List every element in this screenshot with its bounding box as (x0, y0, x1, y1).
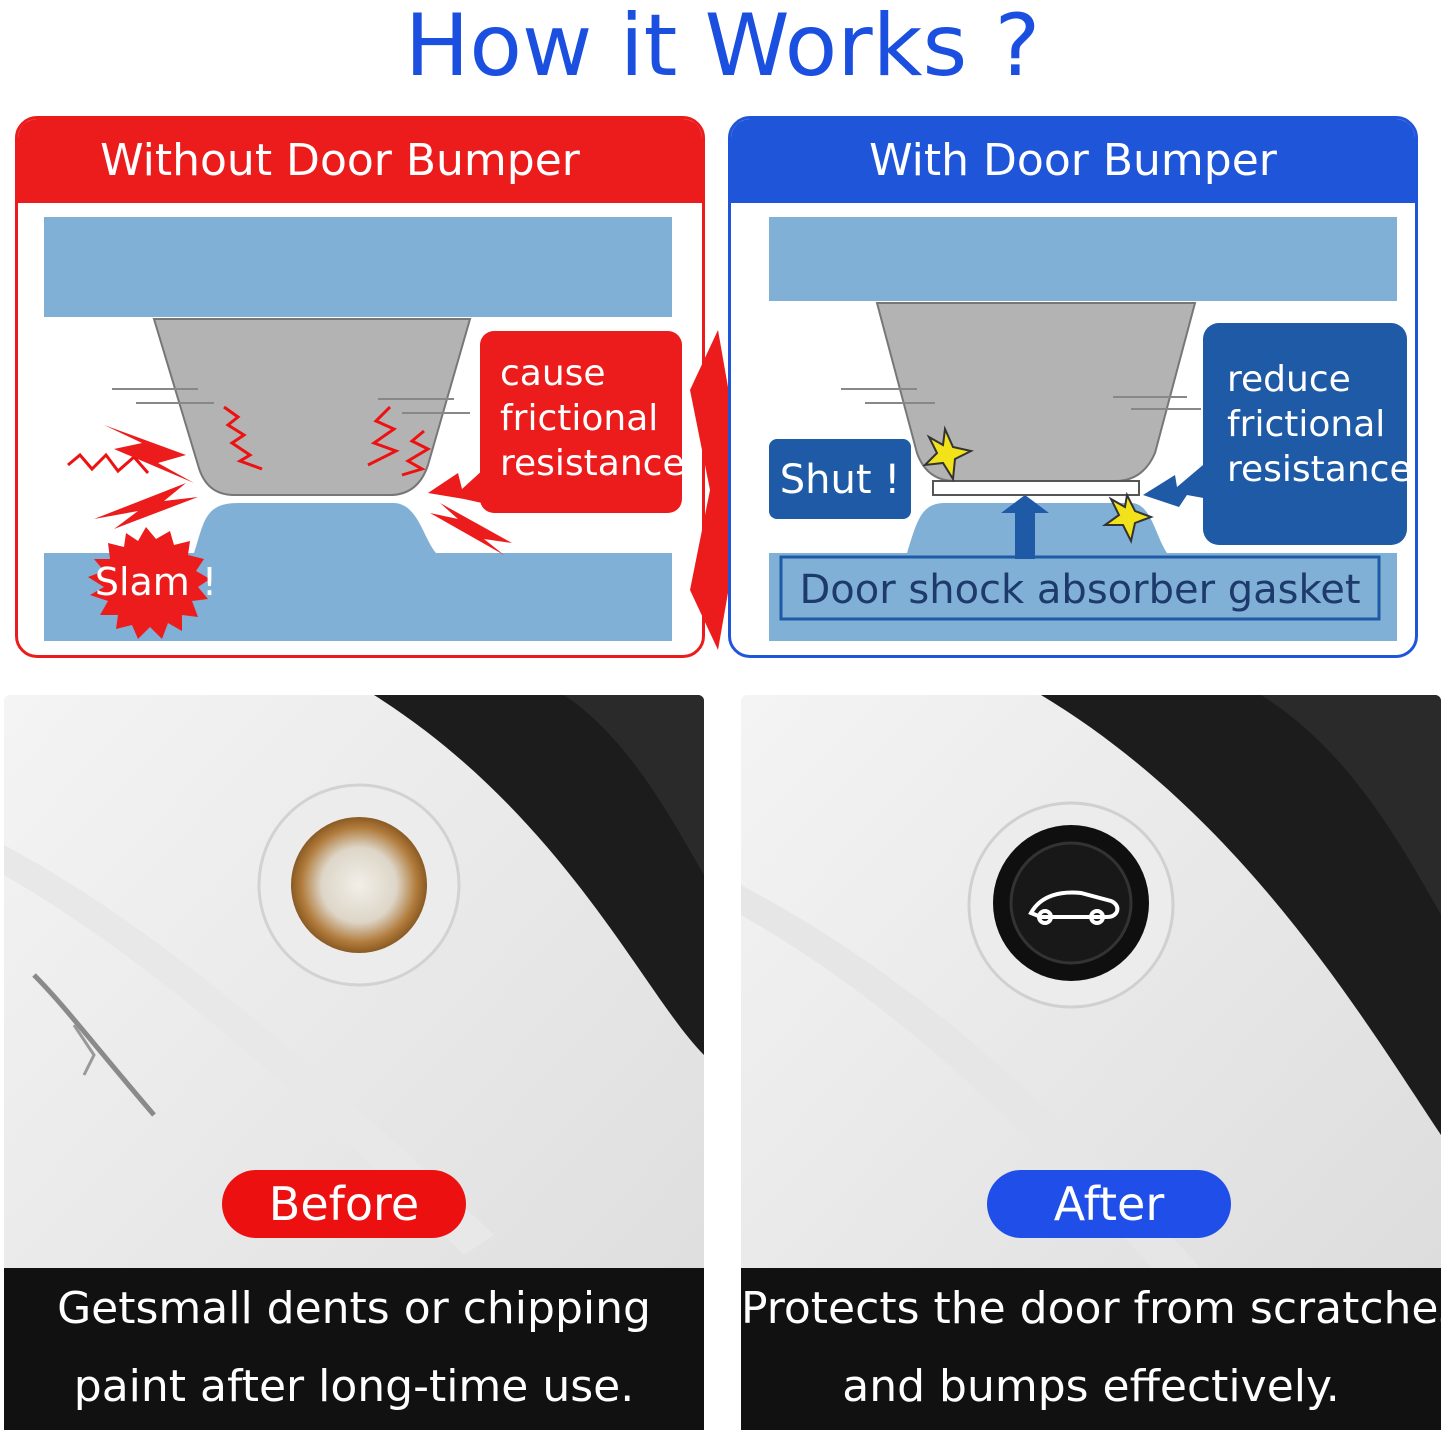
lightning-icon (94, 425, 512, 555)
callout-line-1: reduce (1227, 359, 1351, 400)
motion-lines (112, 388, 470, 414)
motion-lines (841, 388, 1201, 410)
shut-label: Shut ! (780, 457, 901, 503)
page-title: How it Works ? (404, 0, 1041, 96)
after-caption-line-2: and bumps effectively. (842, 1361, 1340, 1412)
scratch (32, 973, 156, 1117)
star-icon (922, 425, 1154, 544)
with-bumper-panel: With Door Bumper Shut ! Door shock absor… (728, 116, 1418, 658)
door-seal (1041, 695, 1441, 1135)
after-badge: After (987, 1170, 1231, 1238)
with-bumper-diagram: Shut ! Door shock absorber gasket (769, 217, 1397, 641)
car-logo-icon (1028, 890, 1120, 925)
gasket-label: Door shock absorber gasket (799, 567, 1360, 613)
door-block (875, 302, 1197, 482)
gasket-label-box (779, 555, 1381, 621)
gasket (932, 480, 1140, 496)
callout-line-2: frictional (500, 398, 659, 439)
lower-frame-bar (769, 503, 1397, 641)
before-badge: Before (222, 1170, 466, 1238)
lower-frame-bar (44, 503, 672, 641)
cause-friction-callout: cause frictional resistance (480, 331, 685, 513)
before-caption-line-1: Getsmall dents or chipping (57, 1283, 651, 1334)
after-caption: Protects the door from scratches and bum… (741, 1268, 1445, 1430)
callout-line-3: resistance (500, 443, 685, 484)
before-caption-line-2: paint after long-time use. (73, 1361, 635, 1412)
callout-line-1: cause (500, 353, 606, 394)
without-bumper-heading: Without Door Bumper (18, 119, 702, 203)
with-bumper-heading: With Door Bumper (731, 119, 1415, 203)
callout-line-3: resistance (1227, 449, 1412, 490)
after-caption-line-1: Protects the door from scratches (741, 1283, 1445, 1334)
without-bumper-panel: Without Door Bumper Slam ! cause frictio… (15, 116, 705, 658)
slam-label: Slam ! (95, 560, 217, 604)
without-bumper-diagram: Slam ! (44, 217, 672, 641)
door-seal (374, 695, 704, 1055)
damaged-spot (291, 817, 427, 953)
upper-door-bar (769, 217, 1397, 301)
shut-box (769, 439, 911, 519)
upper-door-bar (44, 217, 672, 317)
door-block (152, 318, 472, 496)
up-arrow-icon (1001, 495, 1049, 559)
slam-burst (88, 527, 210, 639)
before-caption: Getsmall dents or chipping paint after l… (4, 1268, 704, 1430)
callout-line-2: frictional (1227, 404, 1386, 445)
reduce-friction-callout: reduce frictional resistance (1203, 323, 1412, 545)
